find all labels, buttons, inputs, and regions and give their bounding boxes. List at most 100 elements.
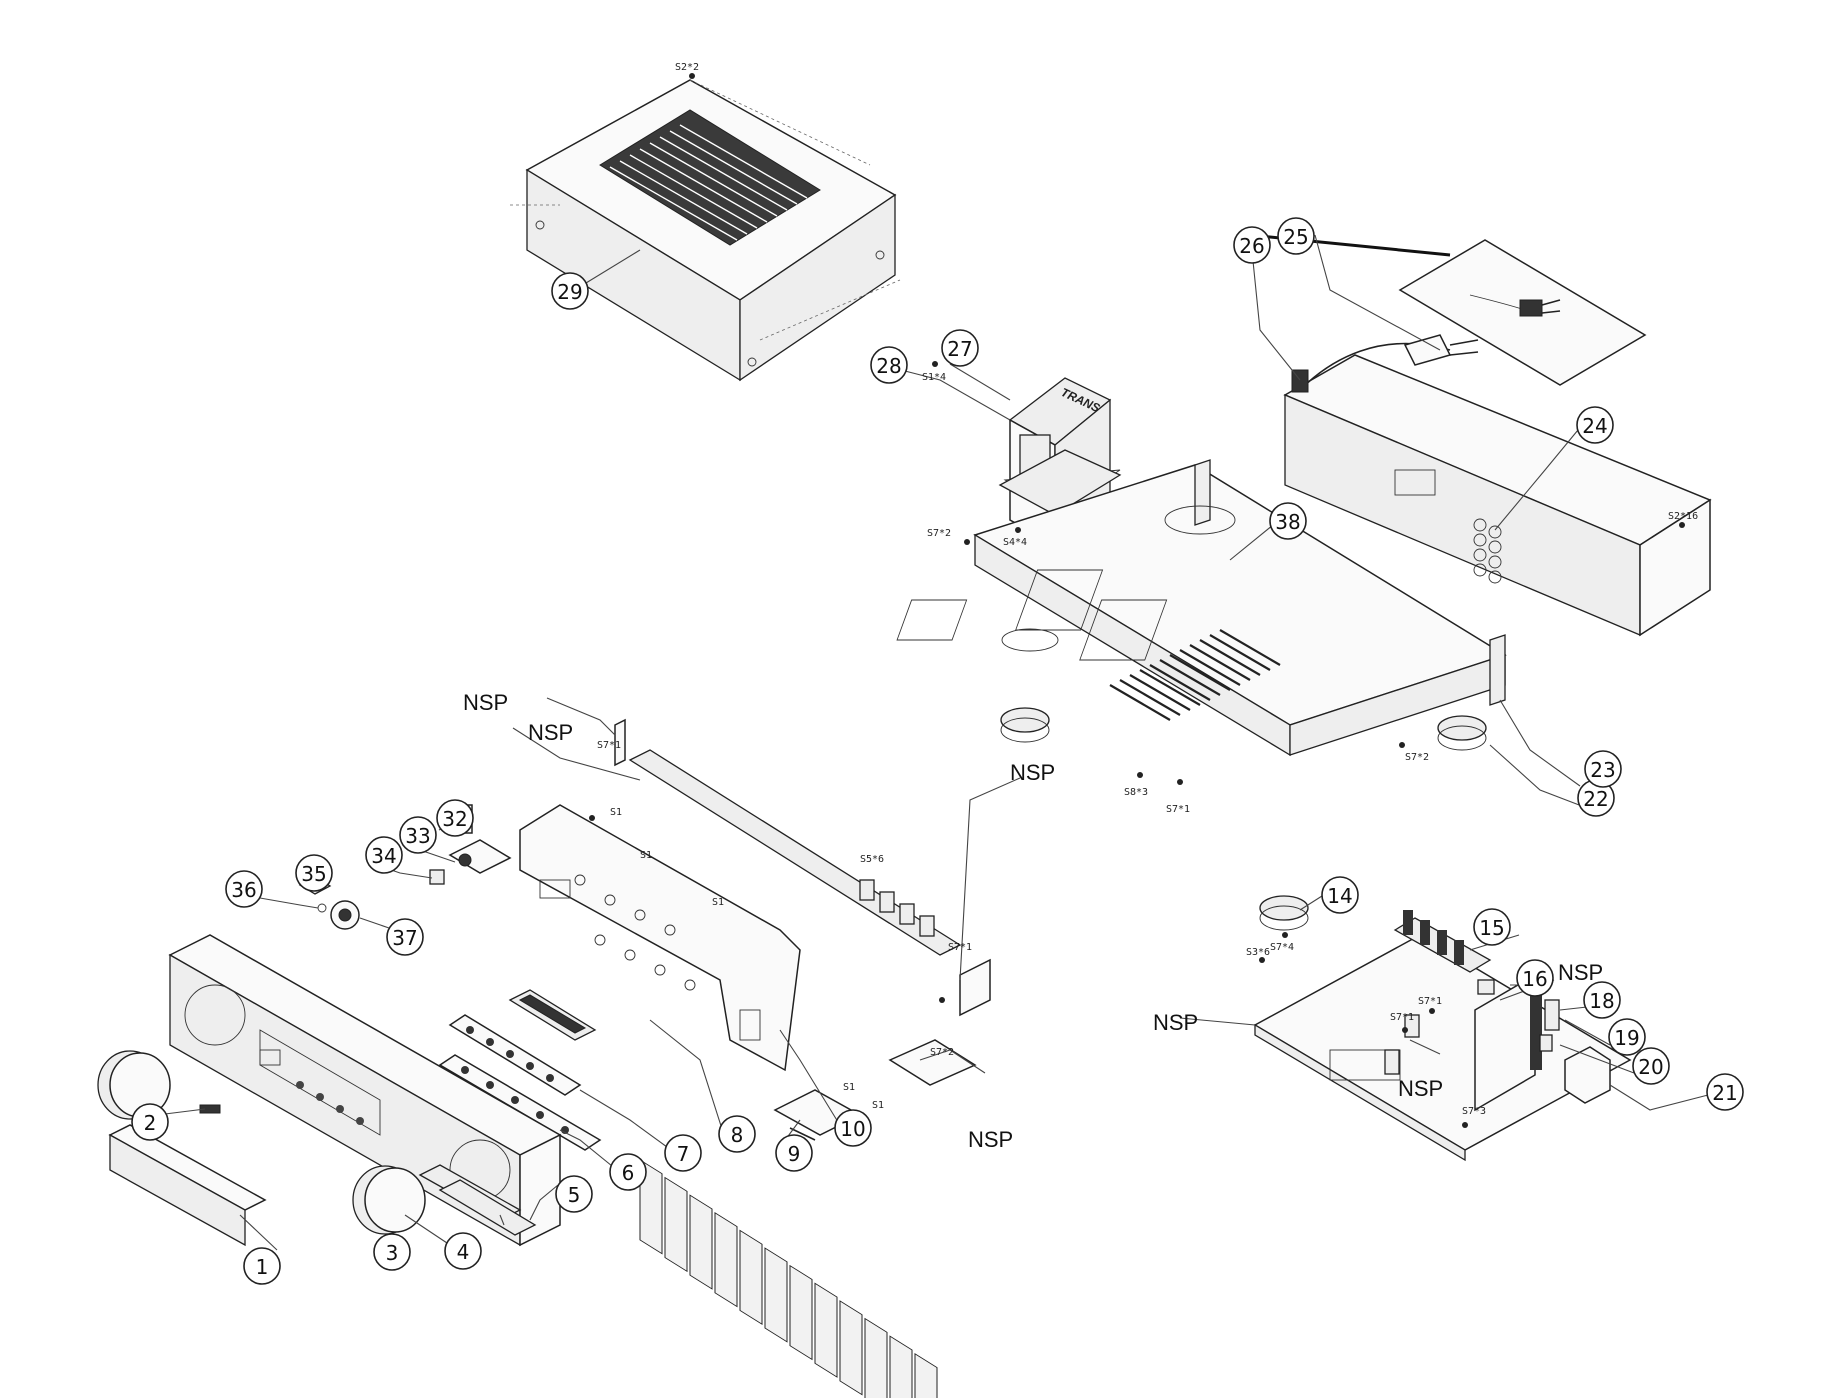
callout-number-9: 9 <box>788 1142 801 1166</box>
part-19 <box>1544 999 1560 1031</box>
callout-number-6: 6 <box>622 1161 635 1185</box>
screw-label-s5x6: S5*6 <box>860 854 884 865</box>
callout-circle-1 <box>243 1247 281 1285</box>
door-panel-4 <box>418 1164 537 1236</box>
foot-22 <box>1437 715 1487 751</box>
callout-22: 22 <box>1577 779 1615 817</box>
callout-circle-34 <box>365 836 403 874</box>
connector-nsp-b <box>1384 1049 1400 1075</box>
callout-number-34: 34 <box>371 844 396 868</box>
callout-number-29: 29 <box>557 280 582 304</box>
callout-number-27: 27 <box>947 337 972 361</box>
sub-board-nsp <box>888 1039 977 1086</box>
connector-nsp-a <box>1404 1014 1420 1038</box>
chassis <box>896 459 1507 757</box>
callout-number-8: 8 <box>731 1123 744 1147</box>
callout-number-15: 15 <box>1479 916 1504 940</box>
screw-label-s7x1-pcb-b: S7*1 <box>1390 1012 1414 1023</box>
callout-number-38: 38 <box>1275 510 1300 534</box>
control-part-33 <box>448 839 512 874</box>
knob-3 <box>352 1165 426 1235</box>
callout-number-22: 22 <box>1583 787 1608 811</box>
callout-18: 18 <box>1583 981 1621 1019</box>
main-pcb <box>519 804 801 1072</box>
callout-1: 1 <box>243 1247 281 1285</box>
callout-number-10: 10 <box>840 1117 865 1141</box>
front-lens-1 <box>108 1124 267 1247</box>
nsp-label-1: NSP <box>528 720 573 745</box>
nsp-label-6: NSP <box>1153 1010 1198 1035</box>
callout-circle-27 <box>941 329 979 367</box>
callout-number-14: 14 <box>1327 884 1352 908</box>
callout-15: 15 <box>1473 908 1511 946</box>
part-20 <box>1539 1034 1553 1052</box>
callout-number-5: 5 <box>568 1183 581 1207</box>
transformer: TRANS <box>998 377 1122 547</box>
screw-label-s1x4: S1*4 <box>922 372 946 383</box>
callout-number-36: 36 <box>231 878 256 902</box>
callout-2: 2 <box>131 1103 169 1141</box>
callout-34: 34 <box>365 836 403 874</box>
callout-number-7: 7 <box>677 1142 690 1166</box>
callout-circle-36 <box>225 870 263 908</box>
callout-circle-38 <box>1269 502 1307 540</box>
terminal-block-15 <box>1393 910 1492 973</box>
callout-number-32: 32 <box>442 807 467 831</box>
screw-label-s7x2-board: S7*2 <box>930 1047 954 1058</box>
callout-number-24: 24 <box>1582 414 1607 438</box>
knob-left <box>97 1050 171 1120</box>
nsp-labels: NSP NSP NSP NSP NSP NSP NSP <box>463 690 1603 1152</box>
callout-number-37: 37 <box>392 926 417 950</box>
callout-21: 21 <box>1706 1073 1744 1111</box>
callout-36: 36 <box>225 870 263 908</box>
foot-14 <box>1259 895 1309 931</box>
callout-circle-29 <box>551 272 589 310</box>
callout-23: 23 <box>1584 750 1622 788</box>
callout-35: 35 <box>295 854 333 892</box>
callout-circle-28 <box>870 346 908 384</box>
screw-label-s3x6: S3*6 <box>1246 947 1270 958</box>
chassis-foot-left <box>1000 707 1050 743</box>
callout-circle-4 <box>444 1232 482 1270</box>
callout-circle-8 <box>718 1115 756 1153</box>
heatsink-fins <box>639 1159 938 1398</box>
screw-label-s7x1-chassis: S7*1 <box>1166 804 1190 815</box>
right-pcb <box>1253 934 1632 1162</box>
callout-circle-14 <box>1321 876 1359 914</box>
callout-4: 4 <box>444 1232 482 1270</box>
callout-number-28: 28 <box>876 354 901 378</box>
callout-circle-23 <box>1584 750 1622 788</box>
key-board-lower <box>438 1054 602 1151</box>
callout-number-21: 21 <box>1712 1081 1737 1105</box>
callout-29: 29 <box>551 272 589 310</box>
part-21 <box>1564 1046 1611 1104</box>
control-part-34 <box>429 869 445 885</box>
screw-label-s7x2-right: S7*2 <box>1405 752 1429 763</box>
callout-number-35: 35 <box>301 862 326 886</box>
callout-38: 38 <box>1269 502 1307 540</box>
callout-14: 14 <box>1321 876 1359 914</box>
chassis-vent-slots <box>1109 629 1281 721</box>
screw-label-s7x2-chassis: S7*2 <box>927 528 951 539</box>
callout-5: 5 <box>555 1175 593 1213</box>
screw-label-s4x4: S4*4 <box>1003 537 1027 548</box>
screw-label-s1-e: S1 <box>872 1100 884 1111</box>
screw-label-s8x3: S8*3 <box>1124 787 1148 798</box>
nsp-label-5: NSP <box>1558 960 1603 985</box>
key-board-upper <box>448 1014 582 1096</box>
top-cover <box>510 79 901 382</box>
callout-7: 7 <box>664 1134 702 1172</box>
callout-number-20: 20 <box>1638 1055 1663 1079</box>
callout-number-3: 3 <box>386 1241 399 1265</box>
callout-19: 19 <box>1608 1018 1646 1056</box>
callout-number-33: 33 <box>405 824 430 848</box>
callout-circle-26 <box>1233 226 1271 264</box>
control-part-36 <box>317 903 327 913</box>
heatsink <box>614 718 991 1398</box>
callout-circle-20 <box>1632 1047 1670 1085</box>
callout-circle-18 <box>1583 981 1621 1019</box>
callout-32: 32 <box>436 799 474 837</box>
screw-label-s7x1-heatsink: S7*1 <box>597 740 621 751</box>
callout-number-16: 16 <box>1522 967 1547 991</box>
